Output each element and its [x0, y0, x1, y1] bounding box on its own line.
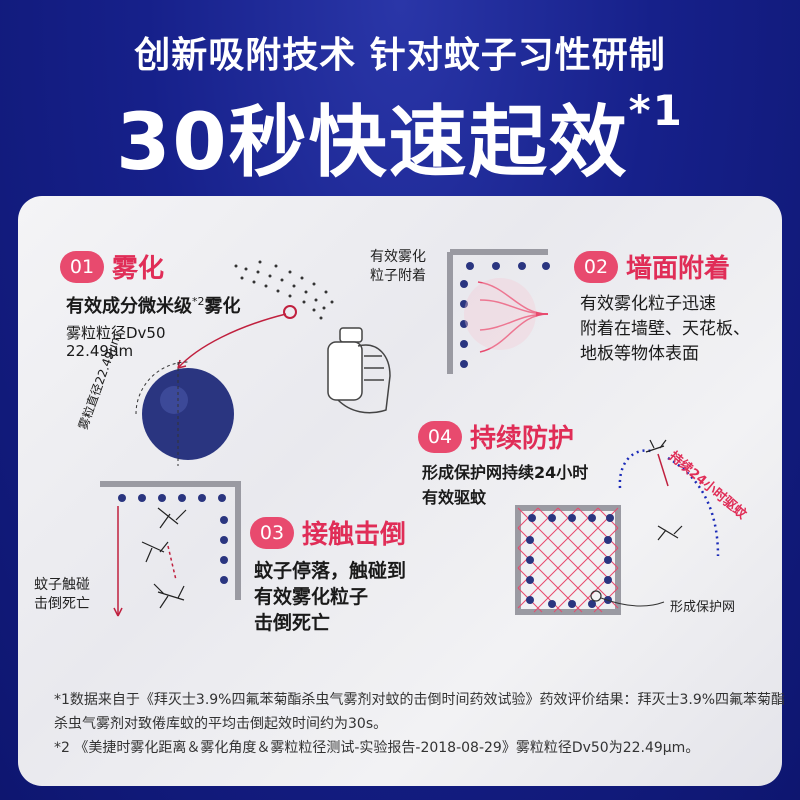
step1-line2: 雾粒粒径Dv50: [66, 324, 166, 342]
step1-line3: 22.49μm: [66, 342, 134, 360]
step4-desc: 形成保护网持续24小时 有效驱蚊: [422, 460, 588, 510]
adhesion-flow-icon: [477, 281, 549, 353]
step1-line1-mark: *2: [192, 295, 205, 308]
step2-number: 02: [574, 250, 618, 283]
step3-note: 蚊子触碰 击倒死亡: [34, 576, 90, 614]
zoom-arrow-icon: [177, 313, 287, 369]
step3-note-line1: 蚊子触碰: [34, 577, 90, 593]
step2-note-line1: 有效雾化: [370, 249, 426, 265]
step2-note: 有效雾化 粒子附着: [370, 248, 426, 286]
step2-note-line2: 粒子附着: [370, 268, 426, 284]
heading-title: 30秒快速起效*1: [0, 80, 800, 192]
orbit-arrow-icon: [618, 449, 655, 489]
particle-sphere-icon: [142, 368, 234, 460]
step3-title: 接触击倒: [302, 520, 407, 550]
wall-particles-icon: [460, 262, 550, 368]
step1-title: 雾化: [112, 254, 165, 284]
step2-desc-line1: 有效雾化粒子迅速: [580, 294, 716, 314]
net-particles-icon: [526, 514, 614, 608]
step2-desc-line2: 附着在墙壁、天花板、: [580, 319, 750, 339]
step1-badge: 01 雾化: [60, 248, 164, 285]
footnote-1: *1数据来自于《拜灭士3.9%四氟苯菊酯杀虫气雾剂对蚊的击倒时间药效试验》药效评…: [54, 692, 786, 732]
step4-desc-line2: 有效驱蚊: [422, 488, 487, 507]
step4-desc-line1: 形成保护网持续24小时: [422, 463, 589, 482]
net-label: 形成保护网: [670, 600, 736, 615]
step1-line1-tail: 雾化: [204, 296, 241, 317]
step3-note-line2: 击倒死亡: [34, 596, 90, 612]
spray-can-hand-icon: [327, 327, 391, 414]
footnote-2: *2 《美捷时雾化距离＆雾化角度＆雾粒粒径测试-实验报告-2018-08-29》…: [54, 740, 700, 756]
mosquito-icon: [141, 507, 187, 609]
step3-badge: 03 接触击倒: [250, 514, 406, 551]
step3-desc-line1: 蚊子停落，触碰到: [254, 560, 407, 582]
step2-desc-line3: 地板等物体表面: [580, 344, 699, 364]
step3-desc: 蚊子停落，触碰到 有效雾化粒子 击倒死亡: [254, 558, 406, 636]
step3-desc-line2: 有效雾化粒子: [254, 586, 369, 608]
heading-title-mark: *1: [628, 86, 684, 135]
wall-corner-icon: [447, 249, 548, 374]
corner-particles-icon: [118, 494, 228, 584]
step1-line1-text: 有效成分微米级: [66, 296, 192, 317]
protective-net-frame-icon: [515, 505, 621, 615]
step1-number: 01: [60, 250, 104, 283]
repelled-mosquito-icon: [645, 439, 683, 541]
content-card: 01 雾化 有效成分微米级*2雾化 雾粒粒径Dv50 22.49μm 雾粒直径2…: [18, 196, 785, 786]
step4-badge: 04 持续防护: [418, 418, 574, 455]
step3-number: 03: [250, 516, 294, 549]
heading-title-text: 30秒快速起效: [116, 98, 629, 188]
net-label-pointer-icon: [600, 597, 665, 607]
step4-title: 持续防护: [470, 424, 575, 454]
step4-number: 04: [418, 420, 462, 453]
spray-particles-icon: [234, 260, 334, 320]
step2-badge: 02 墙面附着: [574, 248, 730, 285]
step2-desc: 有效雾化粒子迅速 附着在墙壁、天花板、 地板等物体表面: [580, 292, 750, 367]
corner-wall-icon: [100, 481, 241, 600]
particle-highlight-icon: [283, 305, 297, 319]
illustration-layer: [100, 249, 720, 617]
step2-title: 墙面附着: [626, 254, 731, 284]
step1-line1: 有效成分微米级*2雾化: [66, 292, 241, 318]
heading-subtitle: 创新吸附技术 针对蚊子习性研制: [134, 35, 666, 76]
step3-desc-line3: 击倒死亡: [254, 612, 331, 634]
